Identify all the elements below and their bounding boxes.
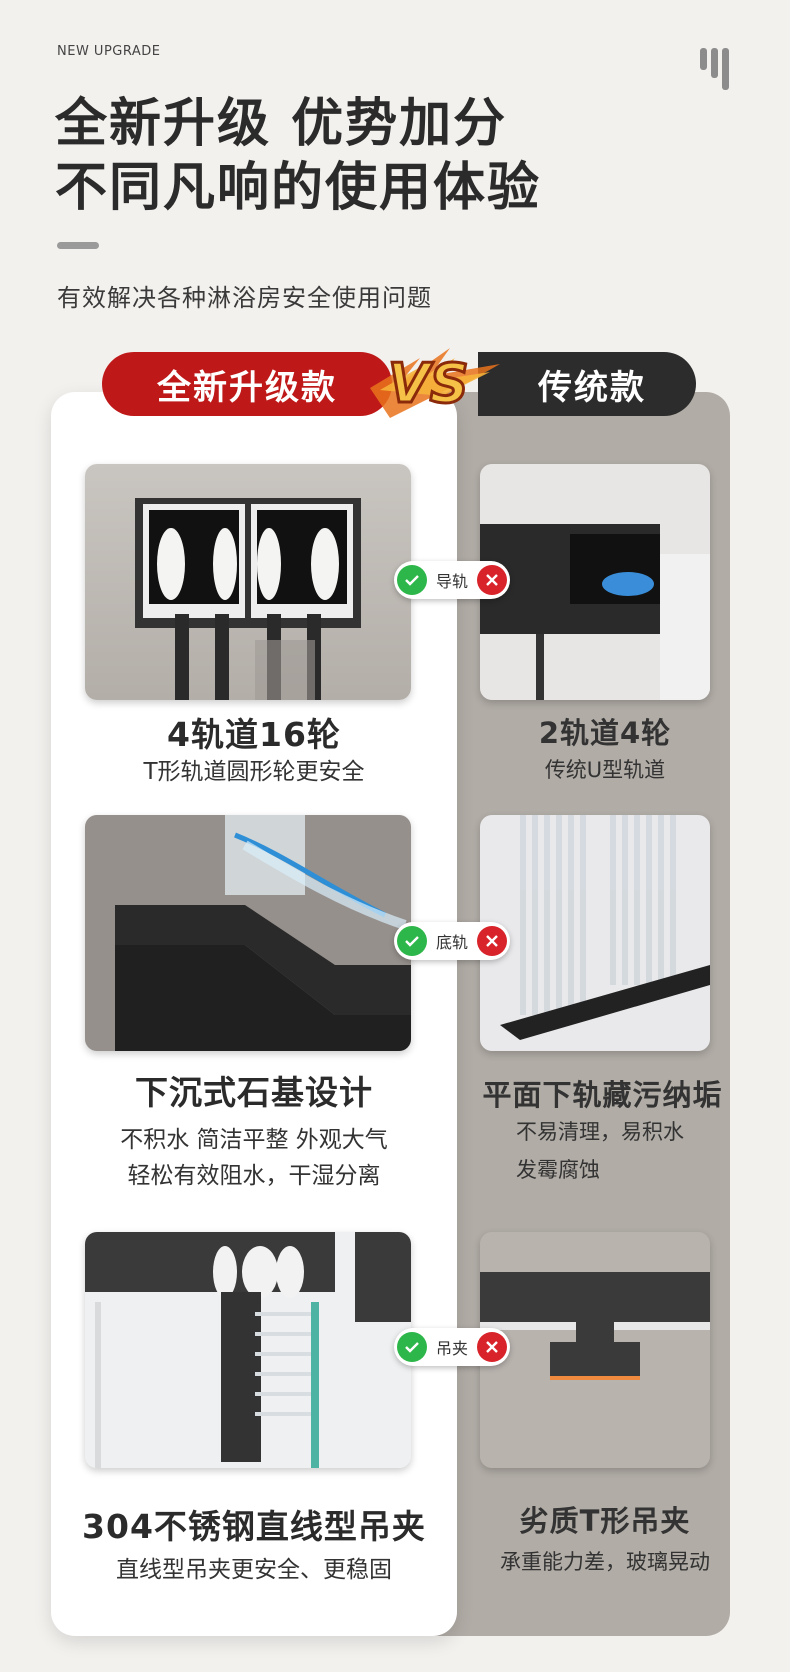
new-rail-image <box>85 464 411 700</box>
badge-clamp: 吊夹 <box>394 1328 510 1366</box>
old-feature-desc-2: 发霉腐蚀 <box>516 1158 600 1182</box>
new-feature-desc-2: 轻松有效阻水，干湿分离 <box>127 1163 381 1189</box>
badge-base-rail: 底轨 <box>394 922 510 960</box>
old-feature-desc: 传统U型轨道 <box>544 758 666 782</box>
check-icon <box>397 1332 427 1362</box>
check-icon <box>397 926 427 956</box>
vs-text: VS <box>388 352 469 415</box>
cross-icon <box>476 926 507 956</box>
old-feature-title: 2轨道4轮 <box>538 716 672 750</box>
traditional-label: 传统款 <box>478 352 696 416</box>
brand-logo-icon <box>700 48 736 90</box>
old-clamp-image <box>480 1232 710 1468</box>
check-icon <box>397 565 427 595</box>
title-line-1: 全新升级 优势加分 <box>55 94 508 154</box>
old-rail-image <box>480 464 710 700</box>
old-feature-desc: 承重能力差，玻璃晃动 <box>500 1550 710 1574</box>
eyebrow-text: NEW UPGRADE <box>57 44 161 59</box>
badge-label: 导轨 <box>435 572 468 591</box>
badge-label: 底轨 <box>435 933 468 952</box>
new-feature-desc-1: 不积水 简洁平整 外观大气 <box>120 1127 388 1153</box>
cross-icon <box>476 1332 507 1362</box>
cross-icon <box>476 565 507 595</box>
new-feature-desc: T形轨道圆形轮更安全 <box>143 759 365 785</box>
page-subtitle: 有效解决各种淋浴房安全使用问题 <box>57 284 432 312</box>
old-feature-title: 劣质T形吊夹 <box>519 1504 691 1538</box>
new-base-image <box>85 815 411 1051</box>
page-title: 全新升级 优势加分 不同凡响的使用体验 <box>55 92 541 220</box>
new-feature-desc: 直线型吊夹更安全、更稳固 <box>116 1557 392 1583</box>
title-divider <box>57 242 99 249</box>
new-clamp-image <box>85 1232 411 1468</box>
new-upgrade-label: 全新升级款 <box>102 352 392 416</box>
badge-rail: 导轨 <box>394 561 510 599</box>
new-feature-title: 304不锈钢直线型吊夹 <box>82 1507 426 1546</box>
new-feature-title: 4轨道16轮 <box>167 715 341 754</box>
old-feature-title: 平面下轨藏污纳垢 <box>482 1078 723 1112</box>
title-line-2: 不同凡响的使用体验 <box>55 158 542 218</box>
vs-emblem: VS <box>360 328 510 428</box>
old-base-image <box>480 815 710 1051</box>
old-feature-desc-1: 不易清理，易积水 <box>516 1120 684 1144</box>
badge-label: 吊夹 <box>435 1339 468 1358</box>
new-feature-title: 下沉式石基设计 <box>135 1073 373 1112</box>
